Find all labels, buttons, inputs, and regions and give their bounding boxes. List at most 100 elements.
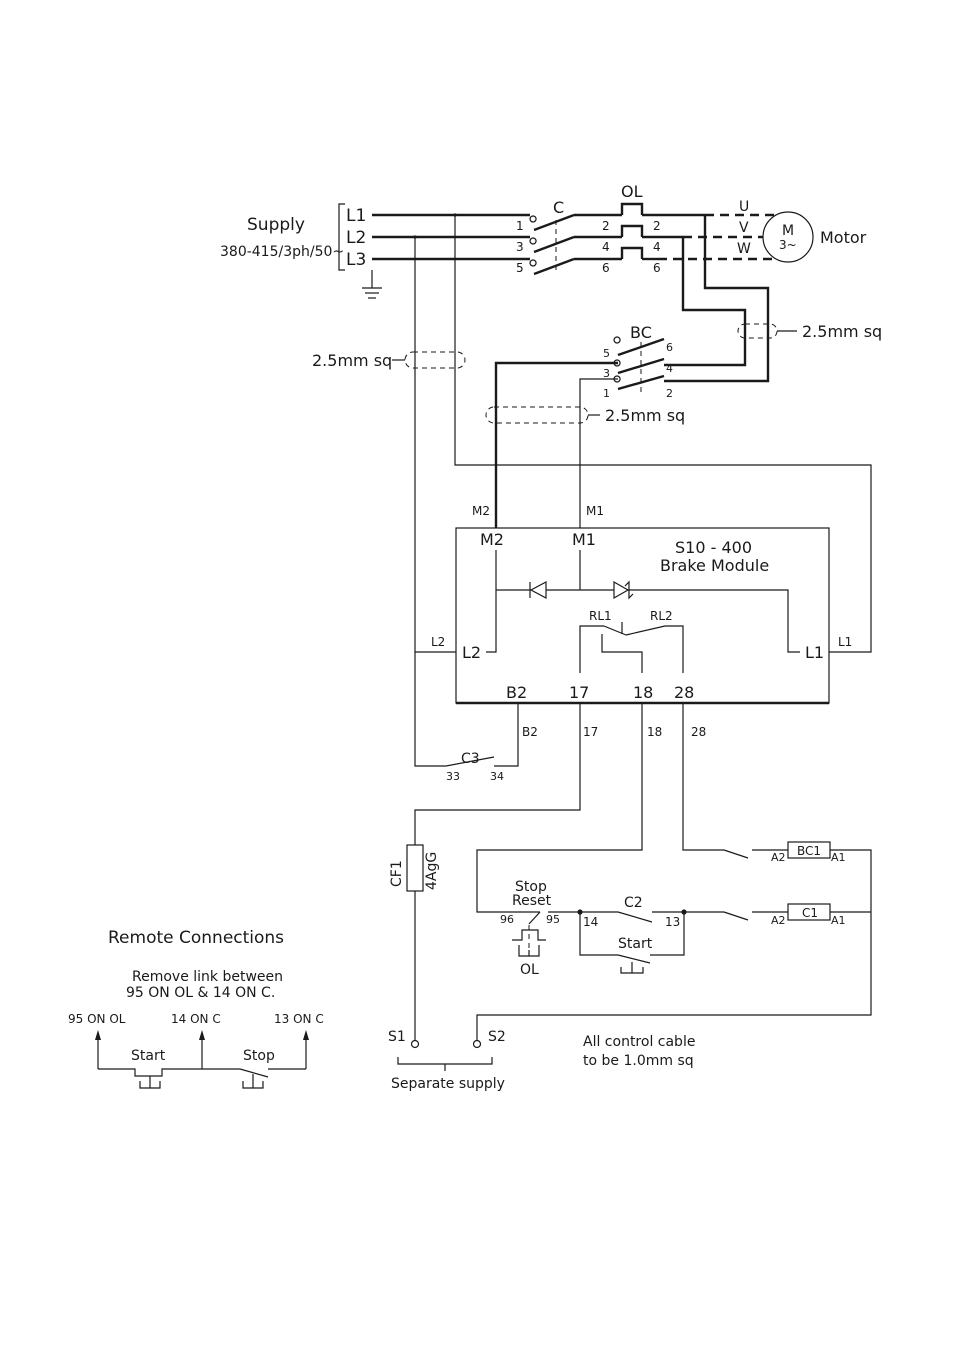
supply-bracket (338, 203, 345, 271)
remote-terminal-14: 14 ON C (171, 1012, 221, 1026)
module-term-b2: B2 (506, 683, 527, 702)
remote-stop-label: Stop (243, 1048, 275, 1064)
remote-terminal-13: 13 ON C (274, 1012, 324, 1026)
supply-label: Supply (247, 215, 305, 235)
motor-phase-v: V (739, 220, 749, 236)
remote-arrow-14-icon (199, 1030, 205, 1069)
stop-reset-line2: Reset (512, 893, 552, 909)
wire-label-b2: B2 (522, 725, 538, 739)
contactor-c-term-4: 4 (602, 240, 610, 254)
earth-icon (362, 270, 382, 299)
supply-line-l1: L1 (346, 206, 366, 226)
remote-note-line1: Remove link between (132, 969, 283, 985)
module-relay-rl2: RL2 (650, 609, 673, 623)
module-subtitle: Brake Module (660, 556, 769, 575)
wire-label-18: 18 (647, 725, 662, 739)
c2-term-14: 14 (583, 915, 598, 929)
module-term-18: 18 (633, 683, 653, 702)
fuse-rating: 4AgG (424, 852, 440, 890)
module-supply-wiring: 2.5mm sq M2 M1 L2 L1 (312, 215, 872, 653)
separate-supply: S1 S2 Separate supply All control cable … (388, 1029, 695, 1092)
wire-label-l2: L2 (431, 635, 445, 649)
contactor-c-term-5: 5 (516, 261, 524, 275)
module-term-l1: L1 (805, 643, 824, 662)
zener-diode-icon (613, 580, 634, 600)
cable-label-motor-side: 2.5mm sq (802, 322, 882, 341)
brake-contactor-bc: BC 5 3 1 6 4 2 (494, 323, 673, 528)
remote-connections: Remote Connections Remove link between 9… (68, 928, 324, 1089)
c1-a2: A2 (771, 914, 786, 927)
supply-terminal-s1: S1 (388, 1029, 406, 1045)
bc-term-2: 2 (666, 387, 673, 400)
cable-label-l2-feed: 2.5mm sq (312, 351, 392, 370)
phase-lines (372, 213, 530, 261)
c1-rung: C2 14 13 A2 C1 A1 Start (548, 895, 871, 974)
module-relay-rl1: RL1 (589, 609, 612, 623)
remote-arrow-13-icon (303, 1030, 309, 1069)
motor-icon: M 3~ Motor (762, 211, 867, 263)
control-cable-note-line2: to be 1.0mm sq (583, 1053, 694, 1069)
motor-phase-u: U (739, 199, 749, 215)
module-term-17: 17 (569, 683, 589, 702)
overload-label: OL (621, 182, 643, 201)
module-term-l2: L2 (462, 643, 481, 662)
control-cable-note-line1: All control cable (583, 1034, 695, 1050)
c1-coil-label: C1 (802, 906, 818, 920)
remote-terminal-95: 95 ON OL (68, 1012, 126, 1026)
bc-term-5: 5 (603, 347, 610, 360)
remote-note-line2: 95 ON OL & 14 ON C. (126, 985, 275, 1001)
supply-block: Supply 380-415/3ph/50~ L1 L2 L3 (220, 203, 382, 299)
diode-icon (529, 581, 547, 599)
contactor-c-label: C (553, 198, 564, 217)
bc-term-3: 3 (603, 367, 610, 380)
wire-label-l1: L1 (838, 635, 852, 649)
wire-label-m2: M2 (472, 504, 490, 518)
supply-terminal-s2: S2 (488, 1029, 506, 1045)
bc1-a1: A1 (831, 851, 846, 864)
module-term-28: 28 (674, 683, 694, 702)
module-title: S10 - 400 (675, 538, 752, 557)
control-start-label: Start (618, 936, 653, 952)
contactor-c-term-1: 1 (516, 219, 524, 233)
bc-term-6: 6 (666, 341, 673, 354)
motor-label: Motor (820, 228, 867, 247)
c2-term-13: 13 (665, 915, 680, 929)
overload-ol: OL 2 4 6 (620, 182, 705, 275)
contactor-c-term-6: 6 (602, 261, 610, 275)
bc-term-4: 4 (666, 362, 673, 375)
c2-label: C2 (624, 895, 643, 911)
wire-label-28: 28 (691, 725, 706, 739)
bc1-coil-label: BC1 (797, 844, 821, 858)
supply-line-l2: L2 (346, 228, 366, 248)
stop-reset-ol: Stop Reset 96 95 OL (500, 879, 560, 978)
ol-term-95: 95 (546, 913, 560, 926)
remote-arrow-95-icon (95, 1030, 101, 1069)
ol-term-96: 96 (500, 913, 514, 926)
separate-supply-label: Separate supply (391, 1076, 505, 1092)
aux-c3-term-34: 34 (490, 770, 504, 783)
cable-label-module-feed: 2.5mm sq (605, 406, 685, 425)
bc1-a2: A2 (771, 851, 786, 864)
remote-title: Remote Connections (108, 928, 284, 948)
module-term-m2: M2 (480, 530, 504, 549)
overload-term-2: 2 (653, 219, 661, 233)
contactor-c-term-2: 2 (602, 219, 610, 233)
overload-term-4: 4 (653, 240, 661, 254)
fuse-cf1: CF1 4AgG (389, 844, 440, 1040)
motor-phase-w: W (737, 241, 751, 257)
brake-contactor-label: BC (630, 323, 652, 342)
c1-a1: A1 (831, 914, 846, 927)
bc1-rung: A2 BC1 A1 (476, 841, 872, 1040)
aux-c3-label: C3 (461, 751, 480, 767)
overload-term-6: 6 (653, 261, 661, 275)
module-term-m1: M1 (572, 530, 596, 549)
cable-clip-module-feed: 2.5mm sq (485, 406, 685, 425)
motor-leads: U V W (658, 199, 778, 261)
wire-label-m1: M1 (586, 504, 604, 518)
brake-wiring: 2.5mm sq (664, 215, 882, 383)
contactor-c: C 1 3 5 2 4 6 (516, 198, 622, 276)
supply-rating: 380-415/3ph/50~ (220, 244, 344, 260)
module-output-wiring: C3 33 34 B2 17 18 28 (414, 652, 724, 913)
brake-module: M2 M1 S10 - 400 Brake Module L2 L1 B2 17… (455, 527, 830, 705)
